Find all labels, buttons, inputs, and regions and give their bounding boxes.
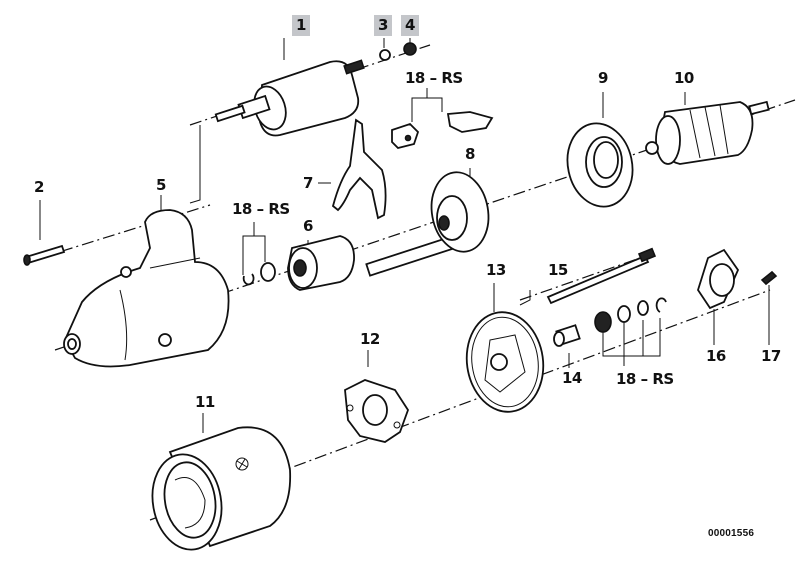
part-18-rs-clip[interactable] <box>655 297 667 313</box>
part-18-rs-washer-a[interactable] <box>617 305 631 323</box>
callout-9[interactable]: 9 <box>598 69 608 87</box>
callout-15[interactable]: 15 <box>548 261 568 279</box>
part-16-end-cap[interactable] <box>697 248 740 310</box>
callout-4[interactable]: 4 <box>401 15 419 36</box>
part-11-field-frame[interactable] <box>145 426 292 555</box>
callout-11[interactable]: 11 <box>195 393 215 411</box>
part-1-solenoid[interactable] <box>214 59 365 137</box>
callout-14[interactable]: 14 <box>562 369 582 387</box>
callout-5[interactable]: 5 <box>156 176 166 194</box>
part-18-rs-brush-a[interactable] <box>391 122 420 149</box>
part-8-planetary-carrier[interactable] <box>365 168 494 277</box>
callout-7[interactable]: 7 <box>303 174 313 192</box>
callout-12[interactable]: 12 <box>360 330 380 348</box>
part-6-pinion-drive[interactable] <box>287 235 355 291</box>
leader-lines <box>39 38 770 433</box>
part-18-rs-seal[interactable] <box>594 311 612 333</box>
callout-1[interactable]: 1 <box>292 15 310 36</box>
part-18-rs-washer-b[interactable] <box>637 300 649 316</box>
part-17-screw[interactable] <box>760 270 778 286</box>
part-15-through-bolt[interactable] <box>546 247 657 305</box>
callout-10[interactable]: 10 <box>674 69 694 87</box>
part-18-rs-brush-b[interactable] <box>446 111 494 133</box>
part-10-armature[interactable] <box>645 100 770 165</box>
main-axis-line <box>54 99 796 351</box>
solenoid-link-line <box>189 125 201 204</box>
part-18-rs-stop-ring[interactable] <box>260 262 276 282</box>
part-12-brush-holder[interactable] <box>344 379 409 443</box>
callout-18-rs-top[interactable]: 18 – RS <box>405 69 463 87</box>
part-2-bolt[interactable] <box>23 244 66 266</box>
part-5-drive-housing[interactable] <box>63 209 230 368</box>
callout-2[interactable]: 2 <box>34 178 44 196</box>
part-18-rs-circlip[interactable] <box>242 273 255 286</box>
diagram-doc-id: 00001556 <box>708 528 755 539</box>
part-7-engaging-lever[interactable] <box>331 118 387 220</box>
callout-13[interactable]: 13 <box>486 261 506 279</box>
part-14-bushing[interactable] <box>553 324 581 347</box>
part-4-nut[interactable] <box>403 42 417 56</box>
callout-18-rs-bottom[interactable]: 18 – RS <box>616 370 674 388</box>
callout-17[interactable]: 17 <box>761 347 781 365</box>
part-9-ring-gear[interactable] <box>560 117 640 212</box>
part-13-end-cover[interactable] <box>460 307 549 417</box>
callout-3[interactable]: 3 <box>374 15 392 36</box>
bolt15-axis-line <box>519 257 641 301</box>
callout-8[interactable]: 8 <box>465 145 475 163</box>
bolt15-link-line <box>519 290 531 306</box>
callout-16[interactable]: 16 <box>706 347 726 365</box>
callout-18-rs-left[interactable]: 18 – RS <box>232 200 290 218</box>
callout-6[interactable]: 6 <box>303 217 313 235</box>
part-3-washer[interactable] <box>379 49 391 61</box>
